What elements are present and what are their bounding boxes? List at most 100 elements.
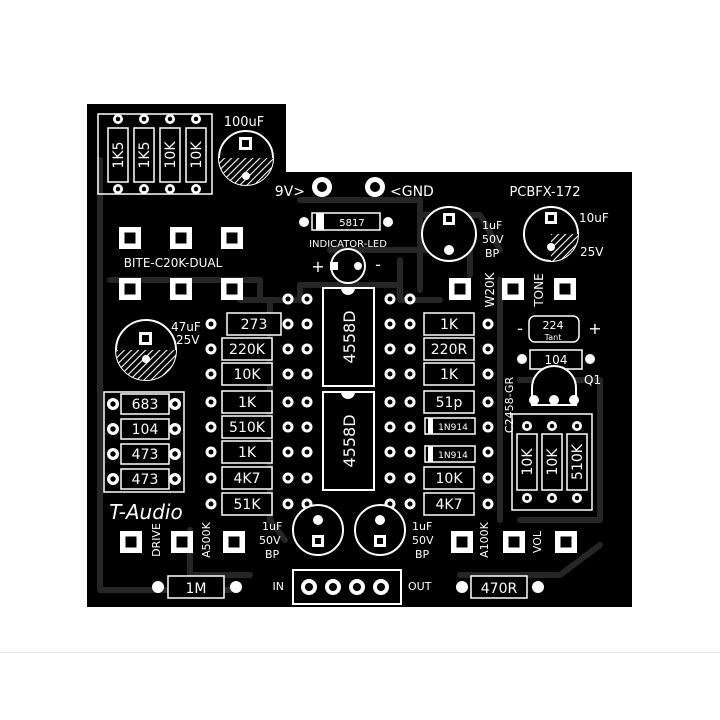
label-9v: 9V> [275,184,305,200]
capacitor-1uf-bottom-right: 1uF 50V BP [354,504,434,561]
resistor-body [221,440,273,464]
resistor-label: 10K [189,141,205,169]
resistor-label: 220K [229,342,266,358]
pad-hole [407,296,413,302]
pad-hole [228,536,240,548]
resistor-column-outline [511,413,593,511]
pad-hole [407,321,413,327]
diode-1n914-1: 1N914 [424,417,476,435]
resistor-body [221,492,273,516]
pad-hole [407,371,413,377]
pad-hole [485,501,491,507]
pad-hole [549,423,555,429]
drive-pot-pads [120,531,245,553]
pad-hole [407,475,413,481]
resistor-label: 220R [431,342,468,358]
pad-hole [193,116,199,122]
cap-bp-top-label: BP [485,247,500,260]
resistor-body [221,466,273,490]
pad-hole [285,296,291,302]
tant-plus: + [588,319,601,338]
pad-hole [559,283,571,295]
cap-1uf-top-label: 1uF [482,219,502,232]
pad-hole [110,401,116,407]
resistor-470r: 470R [456,575,544,599]
resistor-label: 10K [436,471,464,487]
resistor-body [120,418,170,440]
ic-4558d-2: 4558D [322,391,375,491]
pad-hole [485,321,491,327]
diode-1n914-2: 1N914 [424,445,476,463]
pad-hole [285,501,291,507]
a500k-label: A500K [200,521,213,558]
pad-hole [485,424,491,430]
resistor-body [120,393,170,415]
pad-hole [208,449,214,455]
pad-hole [110,451,116,457]
pad-hole [285,346,291,352]
q1-part-label: C2458-GR [503,377,516,434]
resistor-label: 273 [241,317,268,333]
pad-hole [485,371,491,377]
capacitor-1uf-top: 1uF 50V BP [421,206,504,262]
pad-hole [304,424,310,430]
r-1m-label: 1M [186,581,207,597]
resistor-body [423,312,475,336]
pad-hole [285,399,291,405]
vol-label: VOL [531,530,544,553]
resistor-label: 473 [132,447,159,463]
pad-hole [285,424,291,430]
board-name: PCBFX-172 [509,185,580,200]
resistor-label: 683 [132,397,159,413]
pad-hole [141,186,147,192]
power-pads: 9V> <GND [275,177,434,200]
resistor-body [423,390,475,414]
pad-hole [285,475,291,481]
drive-label: DRIVE [150,523,163,557]
pad-hole [285,321,291,327]
resistor-body [541,433,563,491]
pad-hole [167,186,173,192]
resistor-label: 51p [436,395,463,411]
indicator-led: + - [311,248,381,284]
pad-hole [304,346,310,352]
pad-hole [407,399,413,405]
resistor-body [107,127,129,183]
resistor-stack-outline [103,391,185,493]
ic2-label: 4558D [340,414,359,467]
pad-hole [485,399,491,405]
pad-hole [172,426,178,432]
resistor-label: 510K [570,443,586,480]
capacitor-10uf: 10uF 25V [523,206,609,262]
resistor-body [423,362,475,386]
pad-hole [208,346,214,352]
brand-logo: T-Audio [109,500,182,524]
tant-sub-label: Tant [544,333,562,342]
pad-hole [387,296,393,302]
pad-hole [304,501,310,507]
cap-47uf-v-label: 25V [176,333,200,347]
cap-10uf-v-label: 25V [580,245,604,259]
io-header: IN OUT [273,569,432,605]
cap-50v-bl-label: 50V [259,534,281,547]
pad-hole [524,495,530,501]
capacitor-1uf-bottom-left: 1uF 50V BP [259,504,344,561]
pad-hole [175,232,187,244]
pad-hole [508,536,520,548]
pad-hole [507,283,519,295]
resistor-body [221,390,273,414]
resistor-label: 1K5 [111,142,127,169]
cap-47uf-label: 47uF [171,320,201,334]
pad-hole [407,501,413,507]
resistor-body [423,337,475,361]
d2-label: 1N914 [438,451,468,461]
pad-hole [574,495,580,501]
pad-hole [485,449,491,455]
pad-hole [387,371,393,377]
diode-5817: 5817 [299,212,393,231]
pad-hole [125,536,137,548]
bite-pot-label: BITE-C20K-DUAL [124,256,223,270]
